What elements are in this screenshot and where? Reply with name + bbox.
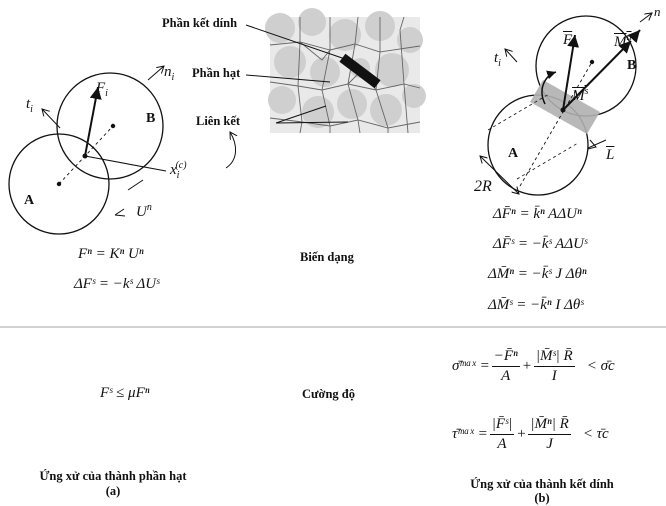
link-curve-arrow: [225, 132, 236, 169]
panel-a-eq1: Fⁿ = Kⁿ Uⁿ: [78, 246, 144, 262]
tau-max-eq: τ̄ᵐᵃˣ = |F̄ˢ|A + |M̄ⁿ| R̄J < τ̄c: [452, 404, 609, 464]
tau-den1: A: [497, 435, 507, 452]
bond-label-ms: Ms: [572, 86, 589, 104]
tau-plus: +: [516, 425, 527, 442]
bond-label-a: A: [508, 146, 519, 161]
label-strength: Cường độ: [302, 387, 355, 401]
bond-label-f: Fi: [563, 32, 575, 51]
label-link: Liên kết: [196, 114, 241, 128]
panel-b-eq1: ΔF̄ⁿ = k̄ⁿ AΔUⁿ: [493, 206, 582, 222]
label-bond-part: Phần kết dính: [162, 16, 238, 30]
bond-label-n: n: [654, 4, 661, 19]
panel-a-caption: Ứng xử của thành phần hạt: [39, 469, 187, 483]
sigma-num1: −F̄ⁿ: [491, 348, 520, 367]
panel-a-strength-eq: Fˢ ≤ μFⁿ: [100, 385, 150, 401]
label-f: Fi: [96, 80, 108, 99]
pointer-link-2: [275, 121, 349, 124]
label-particle-part: Phần hạt: [192, 66, 241, 80]
force-fi-arrow: [84, 86, 102, 157]
pointer-particle: [245, 74, 331, 83]
label-b: B: [146, 111, 156, 126]
panel-a-eq2: ΔFˢ = −kˢ ΔUˢ: [74, 276, 160, 292]
panel-b-eq4: ΔM̄ˢ = −k̄ⁿ I Δθˢ: [488, 297, 584, 313]
bond-moment-arrow: [562, 40, 632, 111]
bond-force-arrow: [562, 34, 580, 111]
two-r-dimension: [480, 156, 519, 194]
tau-num2: |M̄ⁿ| R̄: [528, 416, 571, 435]
bond-label-2r: 2R: [474, 178, 492, 195]
tangent-arrow: [42, 109, 61, 129]
label-deformation: Biến dạng: [300, 250, 354, 264]
l-bar-pointer: [587, 139, 607, 149]
panel-b-eq3: ΔM̄ⁿ = −k̄ˢ J Δθⁿ: [488, 266, 587, 282]
bond-label-b: B: [627, 58, 637, 73]
tau-rhs: < τ̄c: [582, 425, 609, 442]
granular-texture: [265, 8, 426, 134]
sigma-lhs: σ̄ᵐᵃˣ =: [452, 357, 490, 374]
bond-edge-lower: [516, 142, 579, 180]
bond-tangent-arrow: [505, 49, 518, 63]
bond-moment-arrow-2: [627, 29, 641, 43]
panel-b-caption-sub: (b): [534, 491, 550, 505]
sigma-plus: +: [521, 357, 532, 374]
label-t: ti: [26, 96, 33, 115]
label-x: xi(c): [170, 160, 187, 181]
bond-element: [339, 53, 381, 89]
bond-label-m: Mn: [614, 32, 632, 50]
shear-moment-curve: [541, 70, 557, 105]
pointer-link-1: [275, 105, 327, 124]
bond-label-t: ti: [494, 50, 501, 69]
x-vector-line: [84, 155, 167, 172]
center-line: [58, 125, 114, 185]
panel-b-caption: Ứng xử của thành kết dính: [470, 477, 614, 491]
tau-frac-2: |M̄ⁿ| R̄J: [528, 416, 571, 453]
label-n: ni: [164, 64, 175, 83]
tau-lhs: τ̄ᵐᵃˣ =: [452, 425, 488, 442]
tau-frac-1: |F̄ˢ|A: [489, 416, 515, 453]
sigma-den2: I: [551, 367, 557, 384]
tau-den2: J: [546, 435, 553, 452]
sigma-den1: A: [501, 367, 511, 384]
bond-label-l: L: [606, 147, 615, 163]
label-a: A: [24, 193, 35, 208]
un-arrow: [127, 179, 144, 191]
panel-b-eq2: ΔF̄ˢ = −k̄ˢ AΔUˢ: [493, 236, 588, 252]
l-bar-arrowhead: [587, 139, 597, 150]
panel-a-caption-sub: (a): [105, 484, 121, 498]
sigma-rhs: < σ̄c: [586, 357, 615, 374]
un-arrowhead: [114, 208, 126, 217]
sigma-frac-2: |M̄ˢ| R̄I: [533, 348, 575, 385]
bond-normal-arrow: [639, 13, 652, 23]
label-u: Un: [136, 202, 152, 220]
sigma-num2: |M̄ˢ| R̄: [533, 348, 575, 367]
tau-num1: |F̄ˢ|: [489, 416, 515, 435]
pointer-bond: [245, 24, 349, 61]
normal-arrow: [147, 66, 164, 81]
